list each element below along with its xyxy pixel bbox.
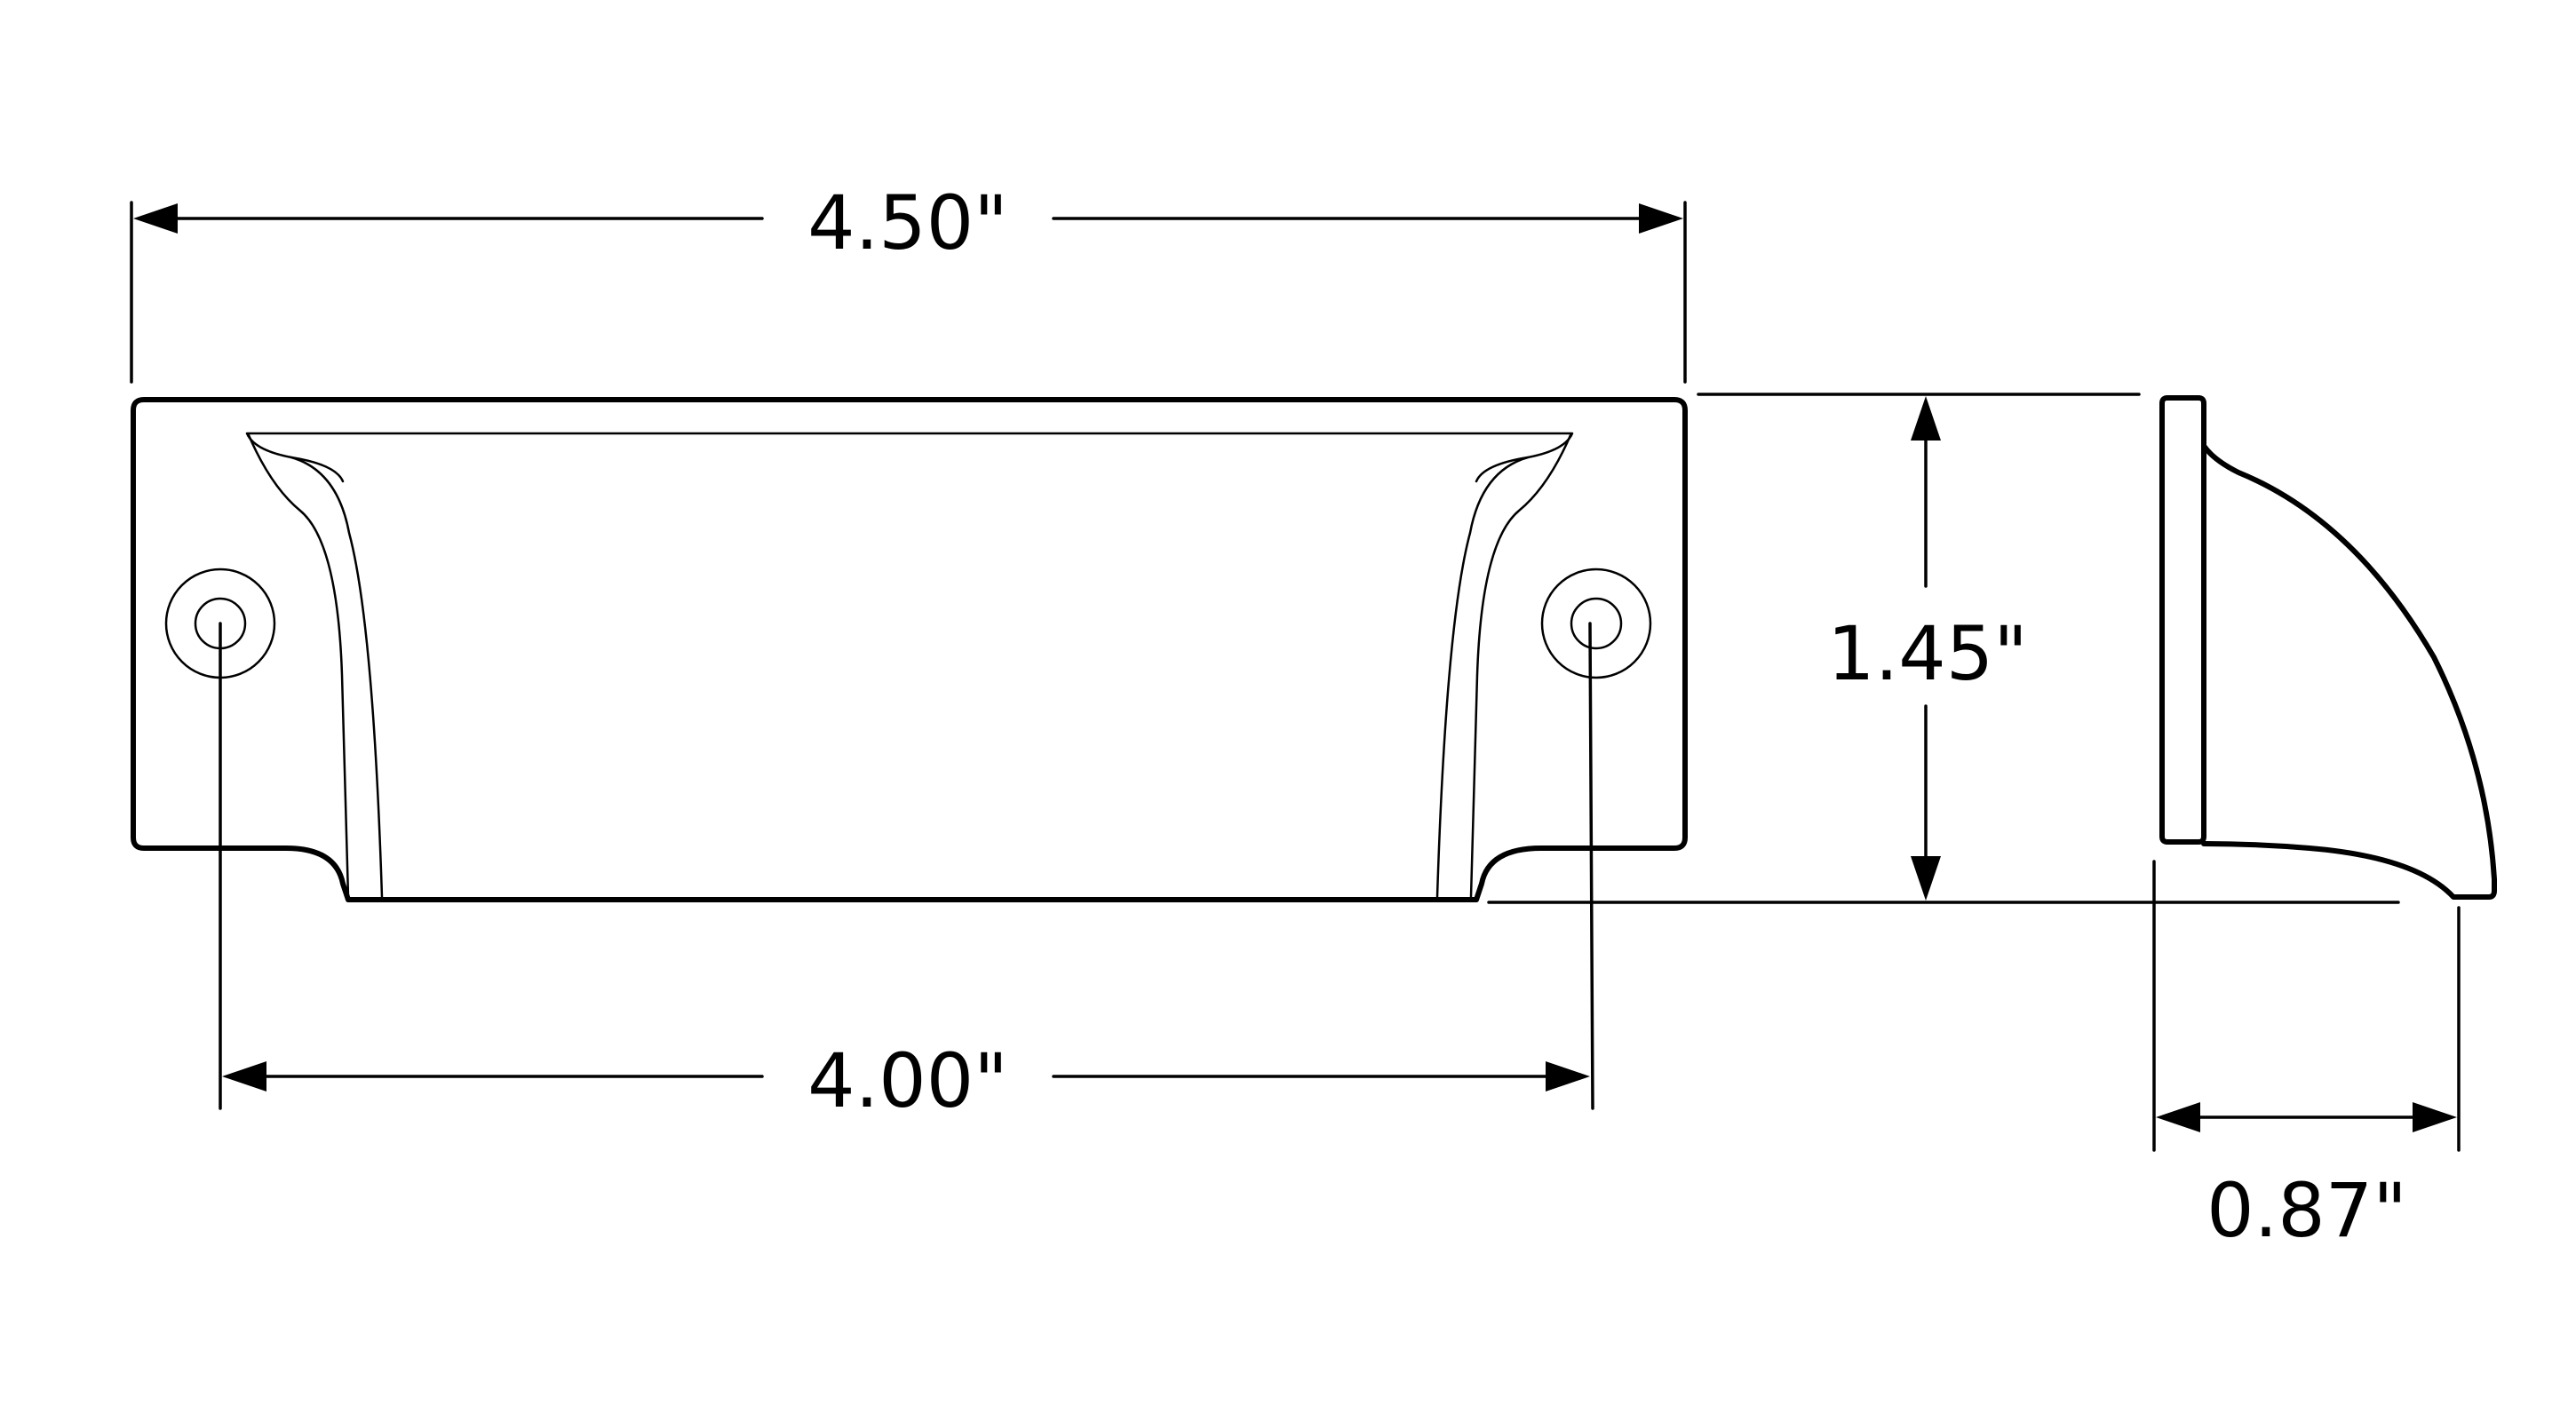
dimension-height: 1.45": [1487, 393, 2400, 904]
side-plate-outline: [2159, 395, 2206, 845]
arrowhead-left: [222, 1061, 266, 1092]
side-cup-profile: [2201, 443, 2497, 900]
cup-left-outer-curve: [247, 433, 350, 899]
cup-left-inner-curve: [290, 456, 384, 899]
dimension-hole-spacing: 4.00": [219, 622, 1594, 1124]
arrowhead-left: [2156, 1102, 2200, 1132]
hole-spacing-label: 4.00": [807, 1037, 1008, 1124]
right-mounting-hole: [1540, 568, 1652, 679]
arrowhead-right: [1639, 203, 1683, 234]
back-plate-outline: [131, 397, 1688, 902]
dimension-projection: 0.87": [2152, 860, 2461, 1254]
overall-width-label: 4.50": [807, 179, 1008, 266]
extension-line-right-hole: [1588, 622, 1594, 1110]
cup-right-inner-curve: [1435, 456, 1530, 899]
cup-right-outer-curve: [1469, 433, 1572, 899]
arrowhead-left: [133, 203, 178, 234]
arrowhead-bottom: [1911, 856, 1941, 901]
cup-top-rim: [245, 432, 1574, 483]
side-view: [2159, 395, 2497, 900]
projection-label: 0.87": [2206, 1167, 2407, 1254]
dimension-overall-width: 4.50": [130, 179, 1687, 384]
front-view: [131, 397, 1688, 902]
height-label: 1.45": [1827, 610, 2028, 697]
arrowhead-right: [2413, 1102, 2457, 1132]
arrowhead-top: [1911, 396, 1941, 441]
arrowhead-right: [1546, 1061, 1590, 1092]
